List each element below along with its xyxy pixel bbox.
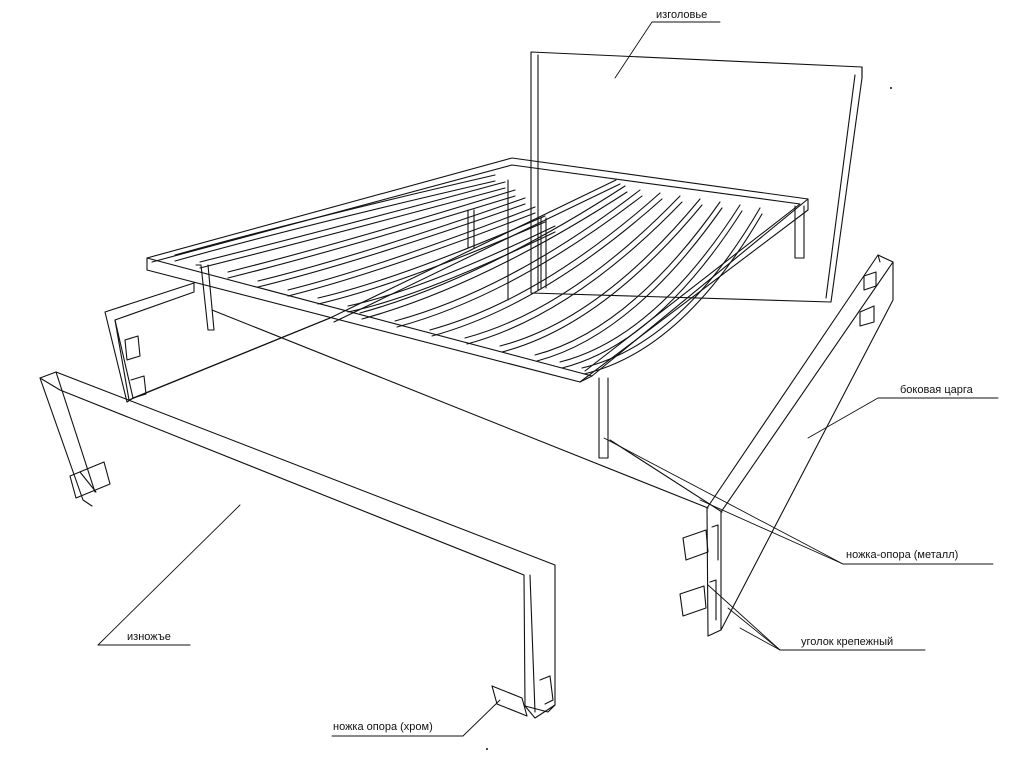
label-leg-chrome: ножка опора (хром) bbox=[333, 721, 433, 733]
stray-mark bbox=[890, 87, 892, 89]
label-headboard: изголовье bbox=[656, 9, 708, 21]
stray-mark bbox=[486, 748, 488, 750]
label-side-rail: боковая царга bbox=[900, 384, 973, 396]
footboard-panel bbox=[40, 372, 555, 718]
frame-edges bbox=[133, 310, 722, 512]
label-bracket: уголок крепежный bbox=[801, 636, 894, 648]
slat-frame bbox=[147, 158, 808, 458]
label-leg-metal: ножка-опора (металл) bbox=[846, 549, 959, 561]
side-rail-panel bbox=[680, 255, 893, 636]
leader-lines bbox=[98, 22, 998, 736]
label-footboard: изножъе bbox=[127, 631, 171, 643]
left-side-panel bbox=[105, 283, 330, 402]
headboard-panel bbox=[531, 52, 862, 302]
